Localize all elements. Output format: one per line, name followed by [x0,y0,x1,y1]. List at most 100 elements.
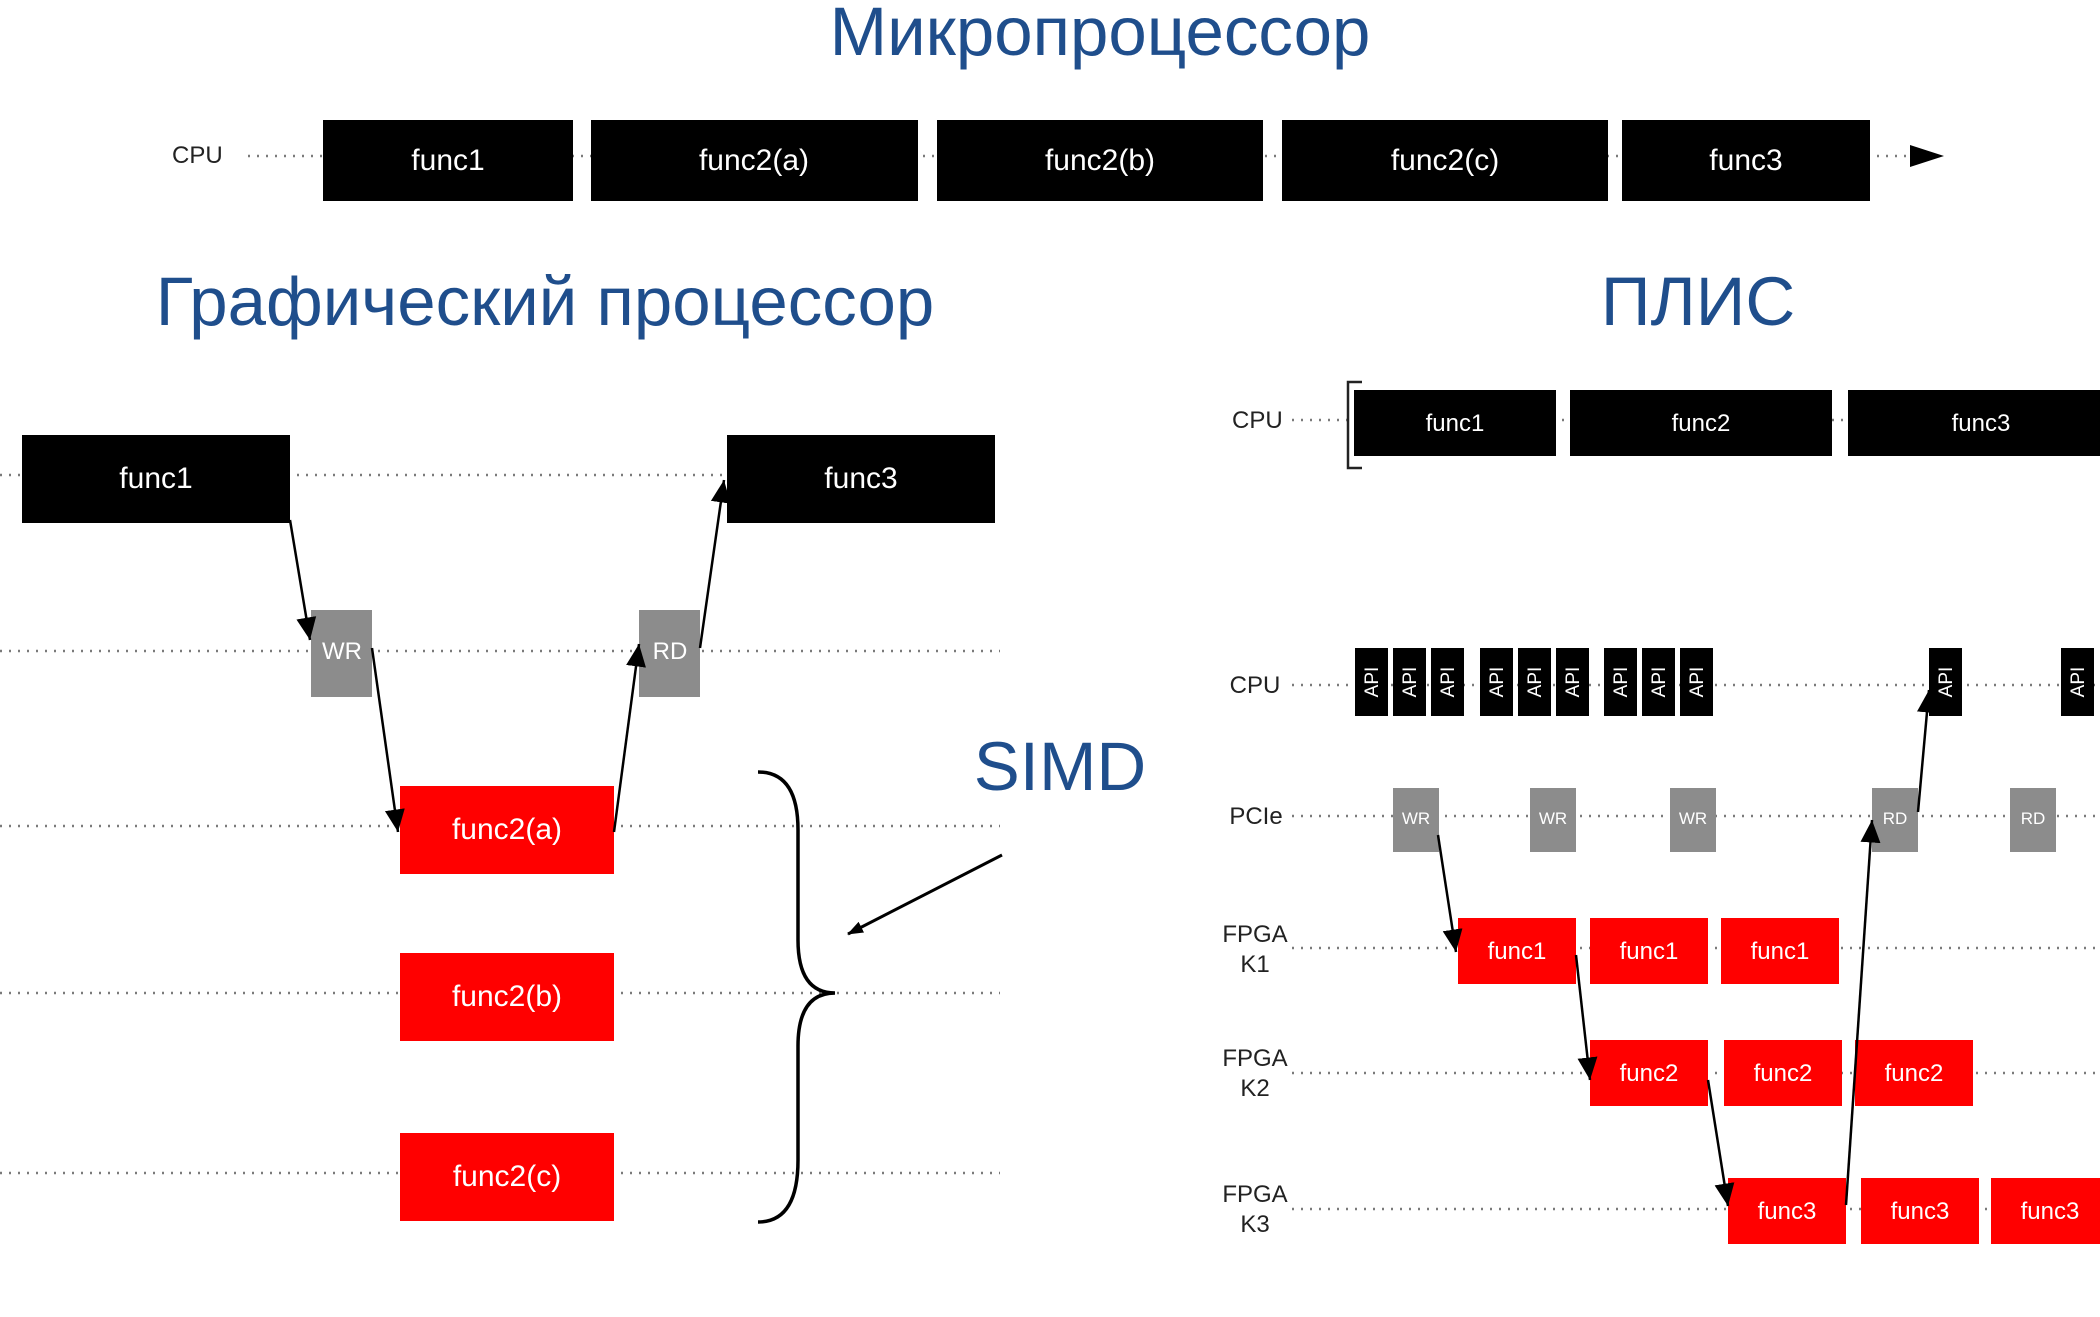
cpu-block-2: func2(a) [591,120,918,201]
svg-text:func1: func1 [1751,938,1810,965]
svg-text:func3: func3 [2021,1198,2080,1225]
svg-text:WR: WR [1679,809,1707,828]
gpu-kernel-b: func2(b) [400,953,614,1041]
fpga-arrow-rd-to-api [1916,689,1937,813]
gpu-host-block-func1: func1 [22,435,290,523]
svg-text:RD: RD [653,638,688,665]
fpga-api-block: API [2061,648,2094,716]
fpga-k2-block-1: func2 [1590,1040,1708,1106]
svg-text:func2(a): func2(a) [452,813,562,846]
svg-text:API: API [1687,667,1708,698]
fpga-lane-label-k3-line1: FPGA [1222,1181,1287,1208]
cpu-block-5: func3 [1622,120,1870,201]
svg-text:API: API [1362,667,1383,698]
fpga-api-block: API [1393,648,1426,716]
gpu-arrow-func1-to-wr [288,519,317,641]
fpga-top-cpu-block-func2: func2 [1570,390,1832,456]
cpu-timeline-arrow-icon [1910,145,1944,167]
svg-text:WR: WR [1539,809,1567,828]
svg-text:API: API [1487,667,1508,698]
fpga-api-block: API [1680,648,1713,716]
gpu-arrow-rd-to-func3 [698,479,731,649]
fpga-arrow-k3-to-rd [1844,819,1881,1206]
cpu-section-title: Микропроцессор [830,0,1371,70]
svg-text:func1: func1 [411,144,484,177]
fpga-top-cpu-block-func3: func3 [1848,390,2100,456]
fpga-lane-label-pcie: PCIe [1229,803,1282,830]
svg-text:func1: func1 [1620,938,1679,965]
svg-text:func2: func2 [1672,410,1731,437]
fpga-api-block: API [1604,648,1637,716]
svg-text:func3: func3 [1758,1198,1817,1225]
fpga-pcie-op-wr-1: WR [1393,788,1439,852]
svg-text:RD: RD [1883,809,1908,828]
fpga-api-block: API [1480,648,1513,716]
svg-text:func3: func3 [1709,144,1782,177]
fpga-api-block: API [1518,648,1551,716]
svg-text:API: API [1936,667,1957,698]
gpu-arrow-kernel-to-rd [612,643,646,833]
svg-text:func1: func1 [119,462,192,495]
fpga-k1-block-3: func1 [1721,918,1839,984]
fpga-arrow-k2-to-k3 [1706,1079,1735,1207]
svg-text:func1: func1 [1426,410,1485,437]
gpu-kernel-c: func2(c) [400,1133,614,1221]
fpga-k2-block-2: func2 [1724,1040,1842,1106]
svg-text:WR: WR [1402,809,1430,828]
svg-text:RD: RD [2021,809,2046,828]
svg-text:func2(c): func2(c) [453,1160,561,1193]
svg-text:func3: func3 [1952,410,2011,437]
cpu-block-3: func2(b) [937,120,1263,201]
svg-text:API: API [1400,667,1421,698]
cpu-block-4: func2(c) [1282,120,1608,201]
fpga-api-block: API [1642,648,1675,716]
svg-text:func2: func2 [1754,1060,1813,1087]
svg-text:WR: WR [322,638,362,665]
svg-text:API: API [2068,667,2089,698]
fpga-pcie-op-rd-2: RD [2010,788,2056,852]
fpga-lane-label-cpu: CPU [1230,672,1281,699]
fpga-k3-block-1: func3 [1728,1178,1846,1244]
svg-text:func1: func1 [1488,938,1547,965]
fpga-lane-label-k1-line1: FPGA [1222,921,1287,948]
svg-text:func2: func2 [1885,1060,1944,1087]
gpu-section-title: Графический процессор [156,263,935,340]
svg-text:func2(b): func2(b) [452,980,562,1013]
fpga-top-cpu-bracket [1346,380,1362,470]
fpga-lane-label-k2-line1: FPGA [1222,1045,1287,1072]
svg-text:func2(c): func2(c) [1391,144,1499,177]
gpu-section: Графический процессор func1 func3 WR RD … [0,263,1146,1224]
svg-text:func2: func2 [1620,1060,1679,1087]
fpga-section-title: ПЛИС [1601,263,1795,340]
fpga-top-cpu-label: CPU [1232,407,1283,434]
cpu-block-1: func1 [323,120,573,201]
svg-text:API: API [1649,667,1670,698]
svg-text:func3: func3 [824,462,897,495]
simd-brace [757,770,836,1224]
svg-text:API: API [1611,667,1632,698]
fpga-lane-label-k2-line2: K2 [1240,1075,1269,1102]
fpga-top-cpu-block-func1: func1 [1354,390,1556,456]
simd-pointer-arrow [847,853,1003,936]
gpu-transfer-wr: WR [311,610,372,697]
gpu-arrow-wr-to-kernel [370,647,405,833]
svg-text:API: API [1525,667,1546,698]
gpu-host-block-func3: func3 [727,435,995,523]
gpu-kernel-a: func2(a) [400,786,614,874]
cpu-lane-label: CPU [172,142,223,169]
svg-text:func3: func3 [1891,1198,1950,1225]
fpga-api-block: API [1355,648,1388,716]
fpga-lane-label-k1-line2: K1 [1240,951,1269,978]
svg-text:func2(b): func2(b) [1045,144,1155,177]
fpga-api-block: API [1431,648,1464,716]
svg-text:func2(a): func2(a) [699,144,809,177]
fpga-lane-label-k3-line2: K3 [1240,1211,1269,1238]
svg-text:API: API [1563,667,1584,698]
fpga-arrow-k1-to-k2 [1574,954,1598,1081]
fpga-k3-block-2: func3 [1861,1178,1979,1244]
fpga-k1-block-1: func1 [1458,918,1576,984]
fpga-k2-block-3: func2 [1855,1040,1973,1106]
svg-text:API: API [1438,667,1459,698]
fpga-pcie-op-wr-3: WR [1670,788,1716,852]
